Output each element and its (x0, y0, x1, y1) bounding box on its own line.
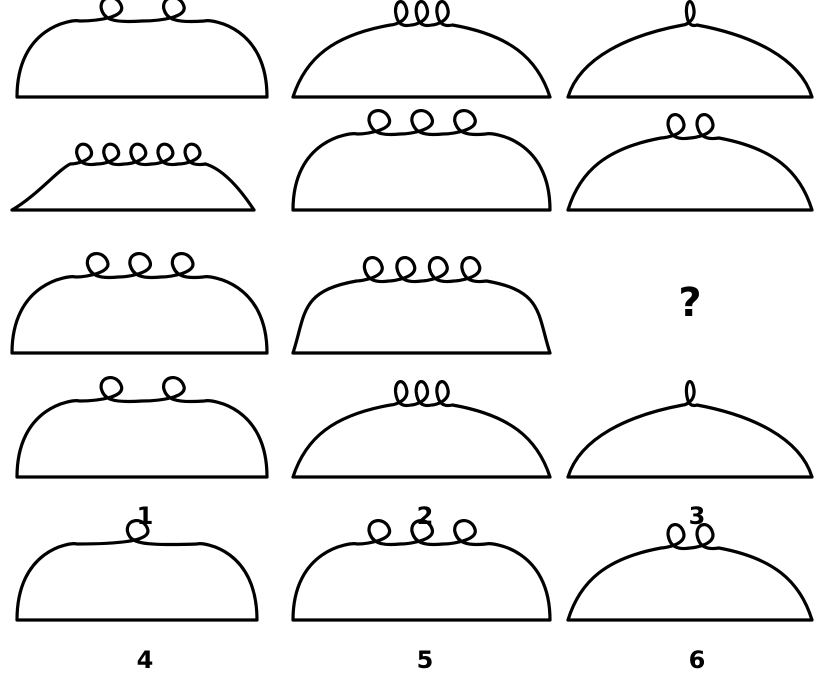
question-mark: ? (678, 280, 701, 326)
option-label-5: 5 (417, 646, 434, 674)
figure-r1c1 (17, 0, 267, 97)
option-figure-4 (17, 521, 257, 620)
option-label-4: 4 (137, 646, 154, 674)
option-figure-2 (293, 382, 550, 477)
option-label-2: 2 (417, 502, 434, 530)
figure-r1c3 (568, 2, 812, 97)
option-figure-3 (568, 382, 812, 477)
figure-r1c2 (293, 2, 550, 97)
figure-r2c2 (293, 111, 550, 210)
option-figure-1 (17, 378, 267, 477)
option-label-3: 3 (689, 502, 706, 530)
option-label-6: 6 (689, 646, 706, 674)
figure-r2c3 (568, 115, 812, 210)
option-figure-6 (568, 525, 812, 620)
figure-r2c1 (12, 144, 254, 210)
option-label-1: 1 (137, 502, 154, 530)
figure-r3c1 (12, 254, 267, 353)
figure-r3c2 (293, 258, 550, 353)
option-figure-5 (293, 521, 550, 620)
